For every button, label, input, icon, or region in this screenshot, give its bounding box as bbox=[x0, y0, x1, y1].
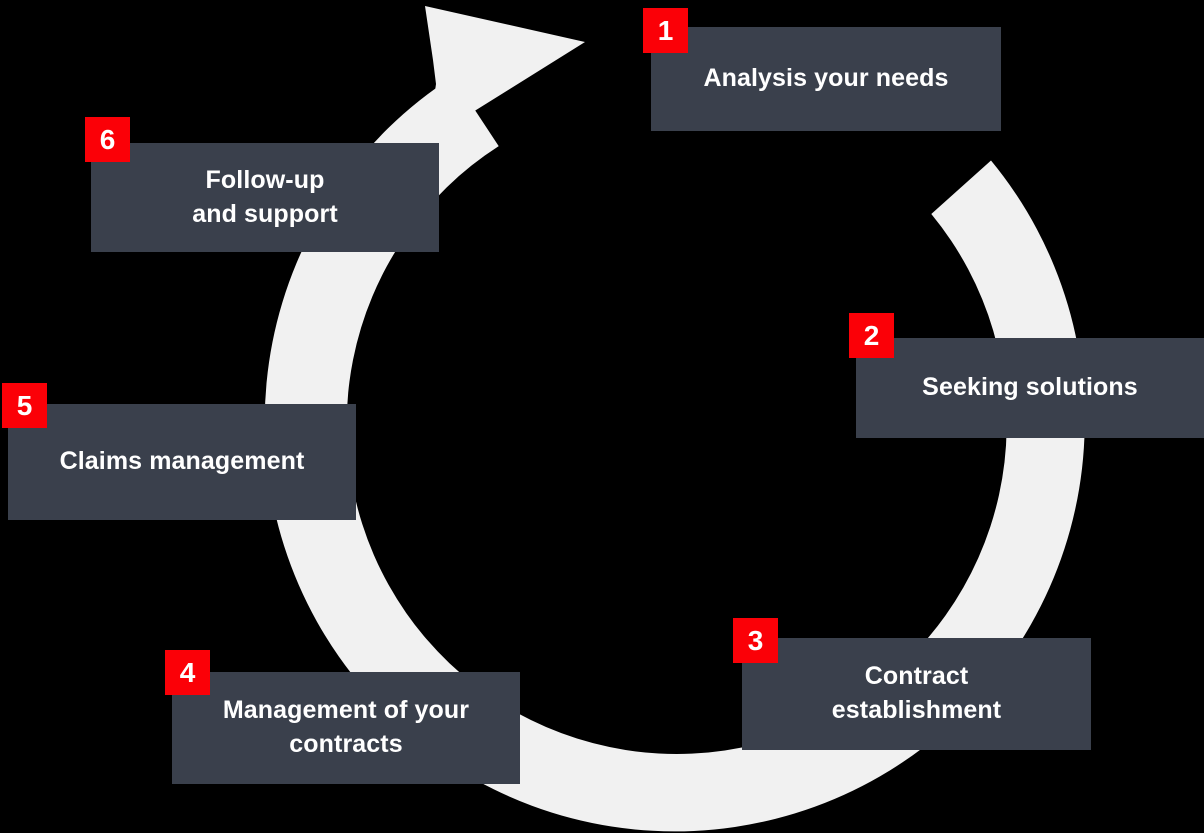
step-badge-5: 5 bbox=[2, 383, 47, 428]
step-number-6: 6 bbox=[99, 123, 116, 155]
step-box-4[interactable]: Management of your contracts bbox=[172, 672, 520, 784]
step-label-1: Analysis your needs bbox=[703, 64, 949, 93]
step-badge-1: 1 bbox=[643, 8, 688, 53]
step-badge-4: 4 bbox=[165, 650, 210, 695]
step-label-2: Seeking solutions bbox=[922, 373, 1138, 402]
step-label-3: Contract establishment bbox=[831, 662, 1002, 724]
step-number-4: 4 bbox=[179, 656, 196, 688]
step-number-2: 2 bbox=[863, 319, 880, 351]
step-box-6[interactable]: Follow-up and support bbox=[91, 143, 439, 252]
step-box-2[interactable]: Seeking solutions bbox=[856, 338, 1204, 438]
step-number-5: 5 bbox=[16, 389, 33, 421]
step-badge-2: 2 bbox=[849, 313, 894, 358]
step-label-5: Claims management bbox=[59, 447, 305, 476]
step-badge-6: 6 bbox=[85, 117, 130, 162]
step-box-1[interactable]: Analysis your needs bbox=[651, 27, 1001, 131]
step-number-3: 3 bbox=[747, 624, 764, 656]
step-label-6: Follow-up and support bbox=[192, 165, 338, 228]
step-box-5[interactable]: Claims management bbox=[8, 404, 356, 520]
step-number-1: 1 bbox=[657, 14, 674, 46]
step-box-3[interactable]: Contract establishment bbox=[742, 638, 1091, 750]
step-label-4: Management of your contracts bbox=[222, 696, 470, 758]
step-badge-3: 3 bbox=[733, 618, 778, 663]
